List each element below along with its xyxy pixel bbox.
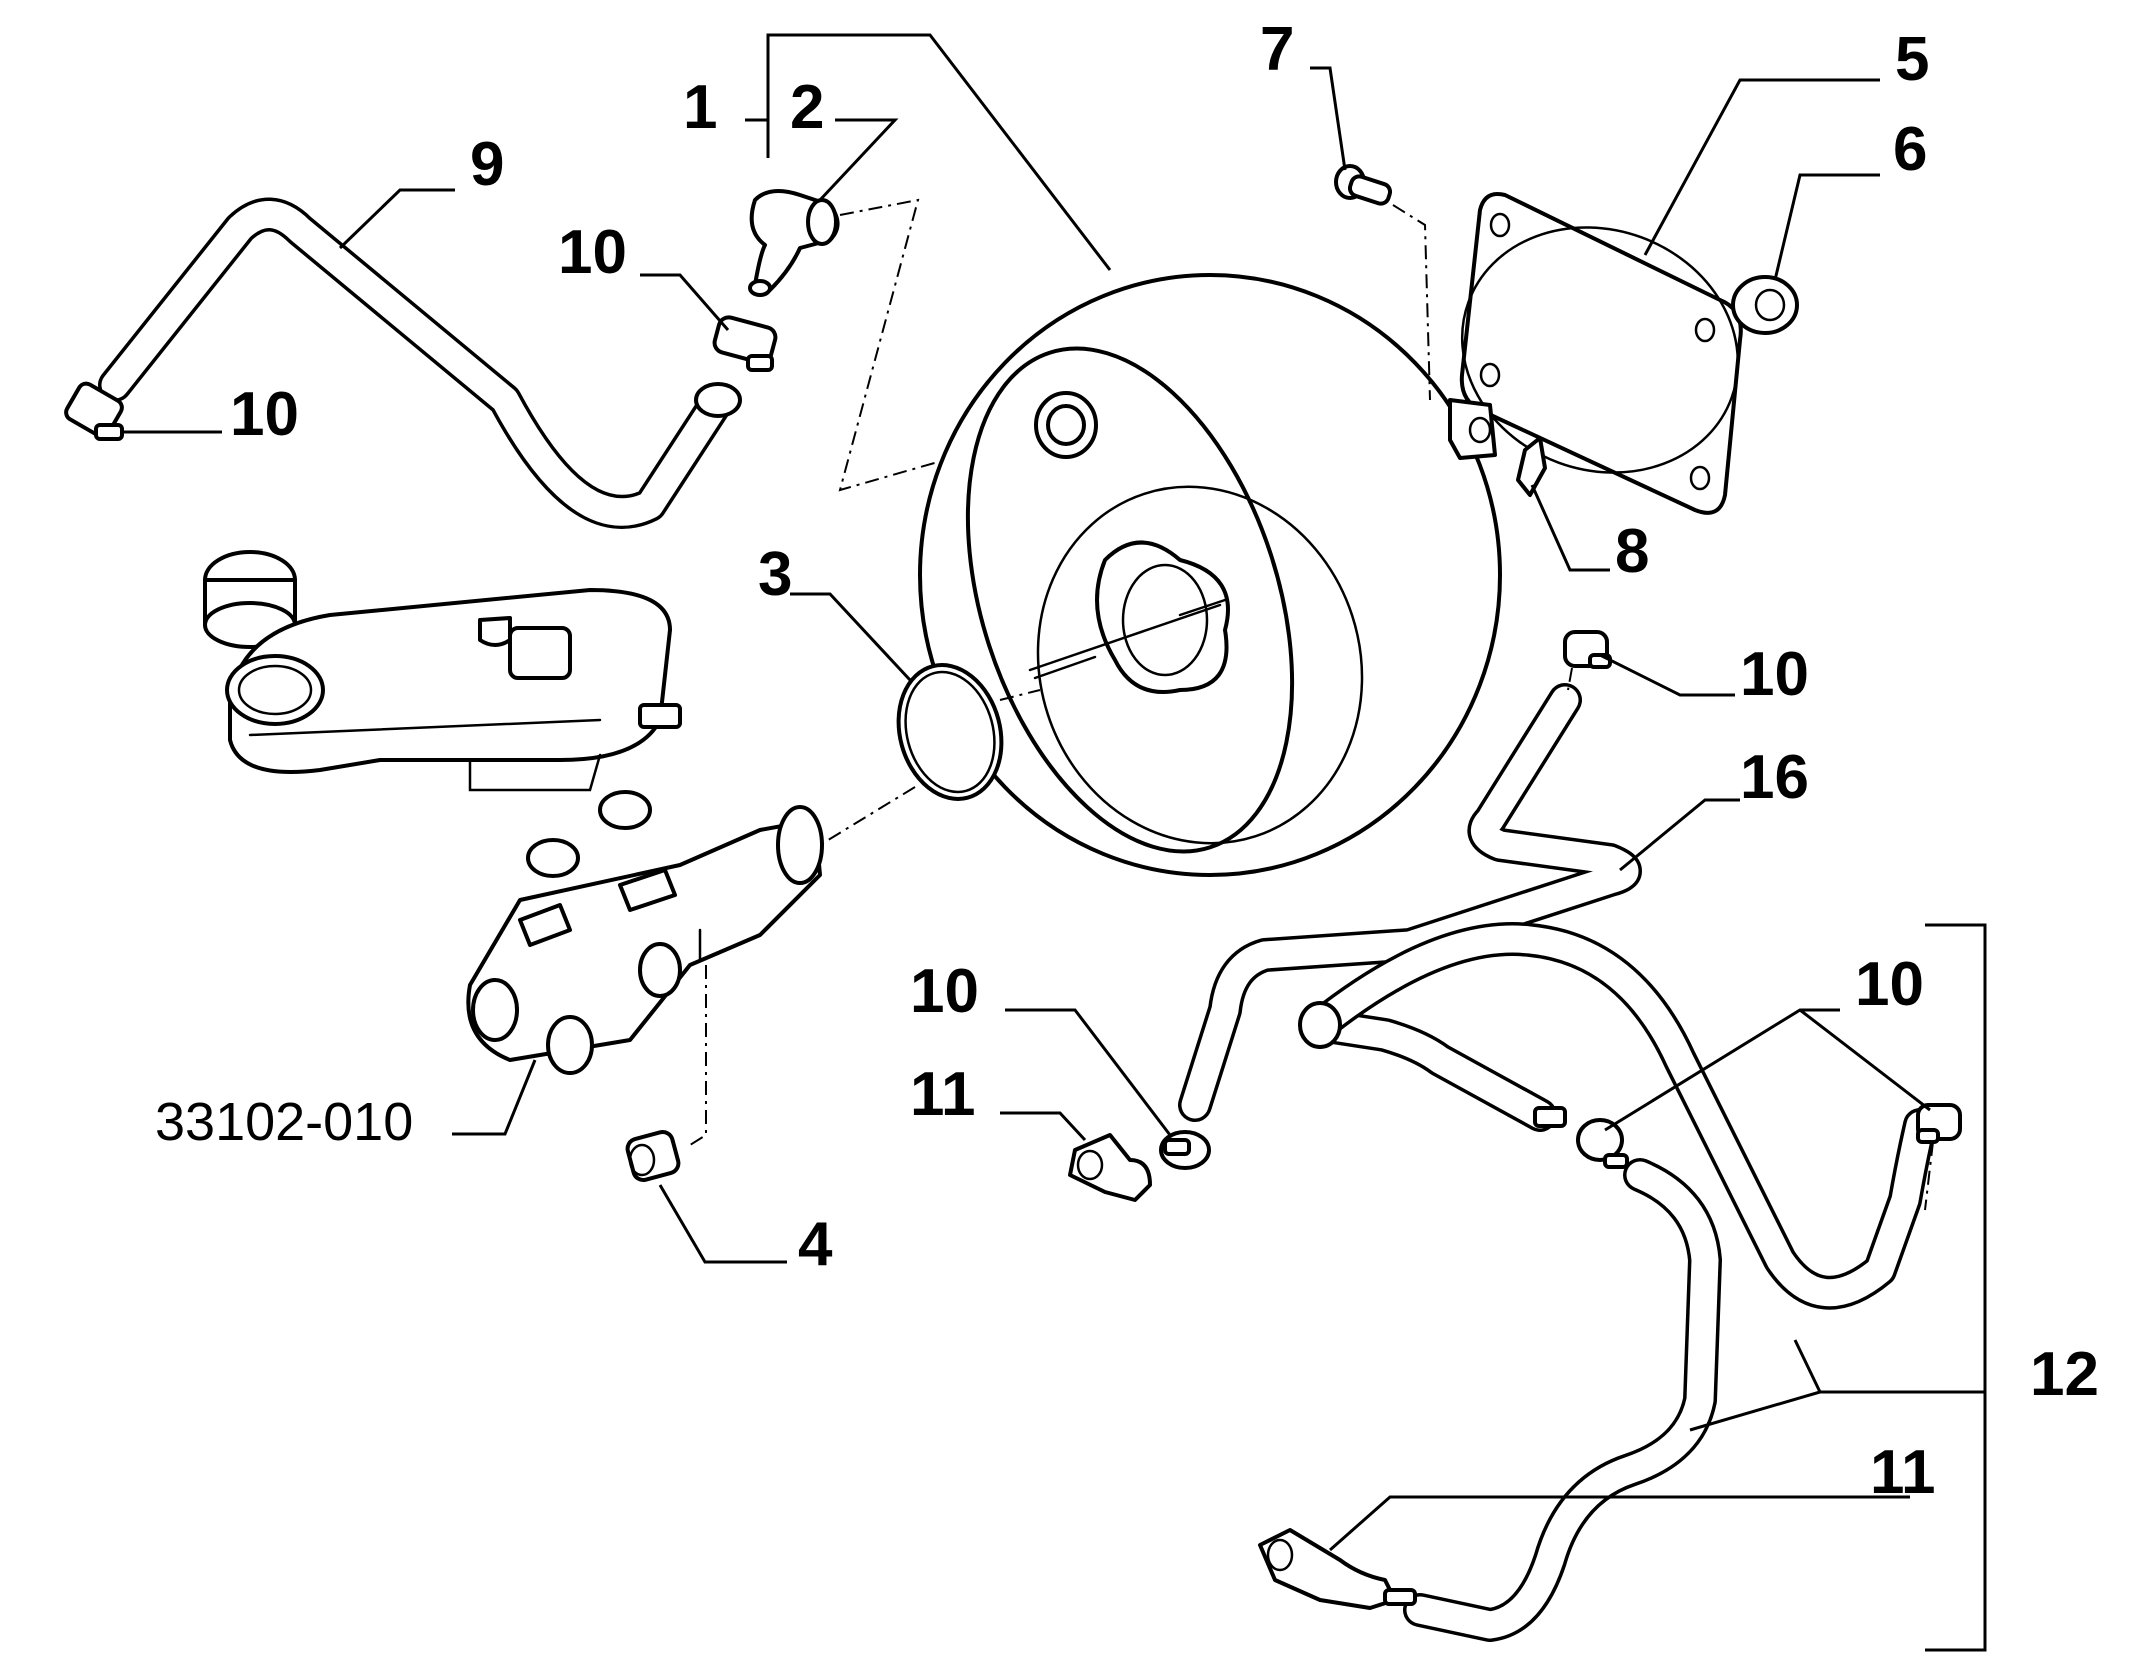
hose-clamp-10-lower-right xyxy=(1916,1103,1962,1144)
hose-clamp-10-upper xyxy=(712,315,778,372)
seal-4 xyxy=(625,1130,681,1182)
callout-16: 16 xyxy=(1740,743,1809,812)
callout-3: 3 xyxy=(758,540,792,609)
callout-11-lower: 11 xyxy=(1870,1438,1936,1507)
clamp-10-right-axis xyxy=(1567,667,1573,691)
callout-8: 8 xyxy=(1615,517,1649,586)
callout-labels: 1 2 9 10 10 7 5 6 8 3 10 16 4 33102-010 … xyxy=(155,15,2099,1507)
grommet-6 xyxy=(1731,275,1799,335)
leader-lines xyxy=(120,33,1987,1652)
vacuum-hose-12-upper xyxy=(1298,922,1937,1310)
hose-clamp-10-center xyxy=(1159,1130,1211,1170)
callout-10-lower-right: 10 xyxy=(1855,950,1924,1019)
master-cylinder-axis xyxy=(689,965,707,1146)
hose-clamp-10-right xyxy=(1563,630,1612,669)
callout-5: 5 xyxy=(1895,25,1929,94)
vacuum-hose-12-lower xyxy=(1403,1158,1722,1642)
oring-axis xyxy=(819,689,1041,846)
pin-7-axis xyxy=(1392,204,1431,401)
callout-10-left: 10 xyxy=(230,380,299,449)
callout-10-upper: 10 xyxy=(558,218,627,287)
check-valve-11-center xyxy=(1068,1133,1152,1202)
pivot-pin-7 xyxy=(1334,164,1393,206)
clevis-bracket xyxy=(1448,398,1497,460)
vacuum-hose-16 xyxy=(1178,683,1642,1122)
callout-4: 4 xyxy=(798,1210,833,1279)
callout-10-center: 10 xyxy=(910,957,979,1026)
callout-12: 12 xyxy=(2030,1340,2099,1409)
fluid-reservoir xyxy=(203,550,682,792)
part-reference-code: 33102-010 xyxy=(155,1092,413,1152)
callout-7: 7 xyxy=(1260,15,1294,84)
vacuum-connector-2 xyxy=(748,189,840,297)
retaining-clip-8 xyxy=(1516,436,1547,497)
check-valve-11-lower xyxy=(1258,1528,1417,1610)
vacuum-hose-9 xyxy=(98,197,742,529)
hose-clamp-10-lower-mid xyxy=(1576,1118,1629,1169)
callout-2: 2 xyxy=(790,73,824,142)
o-ring-3 xyxy=(896,663,1004,801)
callout-10-right: 10 xyxy=(1740,640,1809,709)
callout-9: 9 xyxy=(470,130,504,199)
callout-1: 1 xyxy=(683,73,717,142)
callout-6: 6 xyxy=(1893,115,1927,184)
callout-11-center: 11 xyxy=(910,1060,976,1129)
clamp-10-lower-right-axis xyxy=(1924,1141,1934,1211)
connector-2-projection xyxy=(838,198,1051,492)
brake-booster-1 xyxy=(918,273,1502,877)
master-cylinder xyxy=(466,790,824,1075)
